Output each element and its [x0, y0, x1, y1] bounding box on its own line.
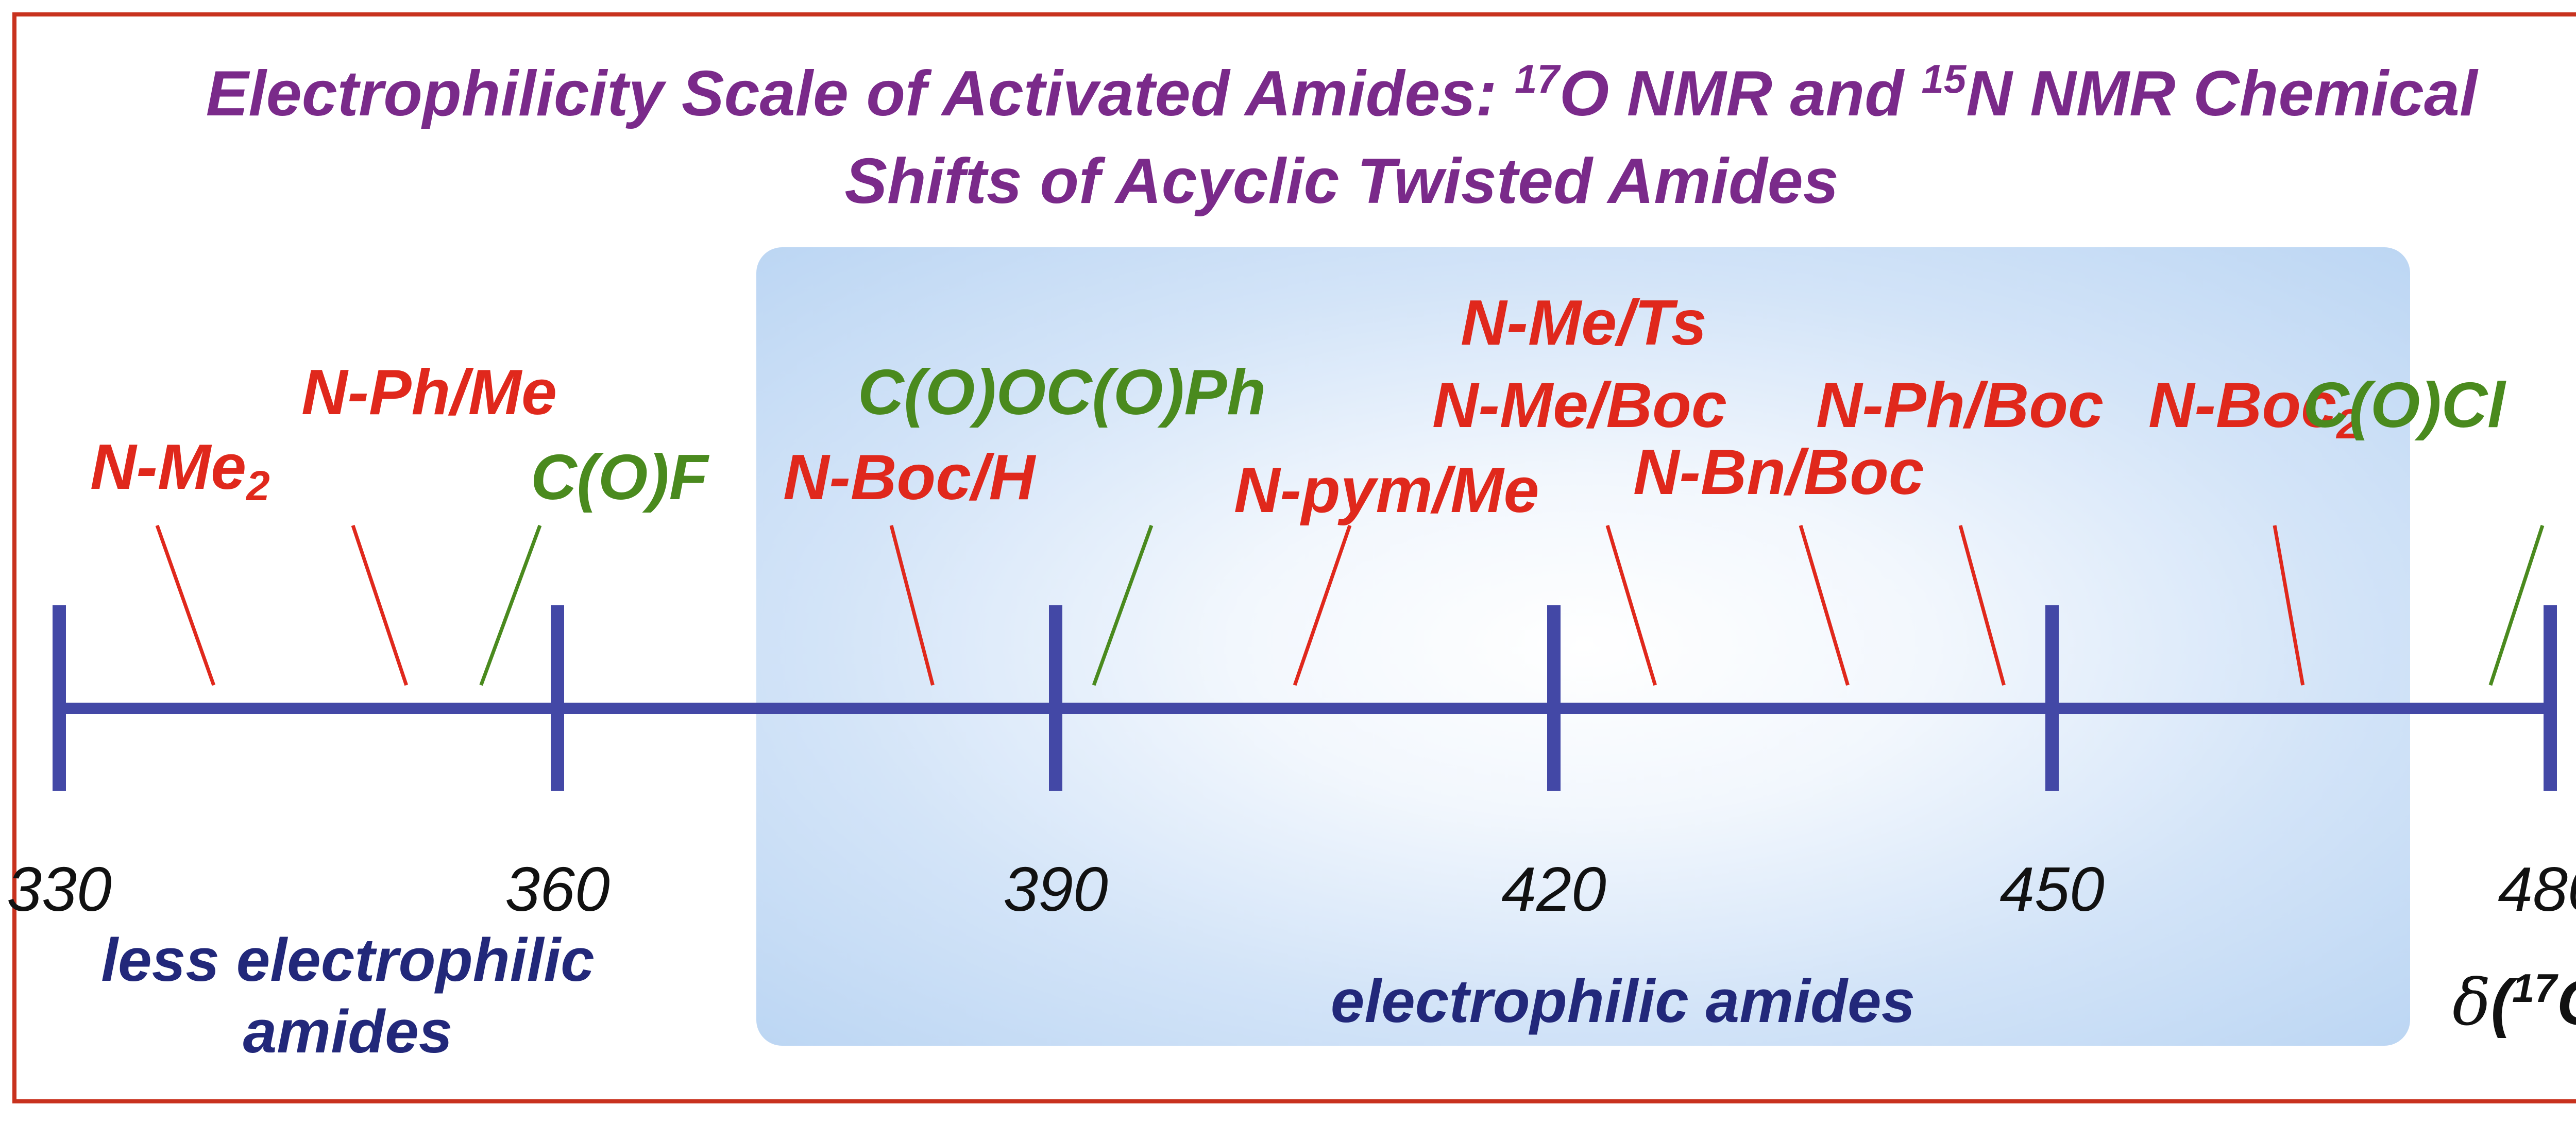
marker-label-c-o-oc-o-ph: C(O)OC(O)Ph [858, 357, 1266, 428]
marker-label-n-me-ts: N-Me/Ts [1461, 287, 1707, 359]
marker-label-c-o-f: C(O)F [531, 442, 708, 513]
tick-label-420: 420 [1501, 854, 1606, 924]
electrophilic-region-panel [756, 247, 2410, 1046]
figure-title-line-2: Shifts of Acyclic Twisted Amides [844, 146, 1839, 217]
marker-label-n-bn-boc: N-Bn/Boc [1633, 437, 1924, 508]
marker-arrow-c-o-cl [2488, 524, 2545, 686]
marker-label-n-pym-me: N-pym/Me [1234, 455, 1539, 526]
marker-label-n-ph-boc: N-Ph/Boc [1816, 370, 2104, 441]
marker-arrow-n-pym-me [1293, 524, 1352, 686]
marker-arrow-n-boc2 [2273, 525, 2305, 686]
marker-arrow-n-me-ts [1605, 524, 1657, 686]
marker-arrow-n-ph-boc [1958, 525, 2006, 686]
marker-label-n-me-boc: N-Me/Boc [1432, 370, 1727, 441]
tick-label-480: 480 [2498, 854, 2576, 924]
less-electrophilic-line-1: less electrophilic [101, 926, 595, 994]
figure-border [12, 12, 2576, 1103]
marker-arrow-n-boc-h [889, 525, 935, 686]
figure-title-line-1: Electrophilicity Scale of Activated Amid… [206, 56, 2478, 129]
marker-arrow-c-o-f [479, 524, 542, 686]
marker-label-n-ph-me: N-Ph/Me [301, 357, 557, 428]
marker-label-c-o-cl: C(O)Cl [2303, 370, 2505, 441]
tick-label-450: 450 [1999, 854, 2105, 924]
marker-arrow-n-bn-boc [1799, 525, 1850, 686]
less-electrophilic-caption: less electrophilic amides [52, 925, 644, 1068]
marker-label-n-boc-h: N-Boc/H [783, 442, 1036, 513]
tick-label-330: 330 [7, 854, 112, 924]
marker-arrow-c-o-oc-o-ph [1092, 524, 1154, 686]
tick-label-390: 390 [1003, 854, 1108, 924]
axis-unit-label: δ(17O) [2452, 965, 2576, 1040]
electrophilic-amides-caption: electrophilic amides [1330, 967, 1916, 1035]
marker-label-n-me2: N-Me2 [90, 432, 270, 509]
marker-arrow-n-me2 [155, 524, 216, 686]
tick-label-360: 360 [505, 854, 610, 924]
marker-label-n-boc2: N-Boc2 [2148, 370, 2360, 448]
less-electrophilic-line-2: amides [243, 998, 453, 1066]
marker-arrow-n-ph-me [351, 524, 408, 686]
